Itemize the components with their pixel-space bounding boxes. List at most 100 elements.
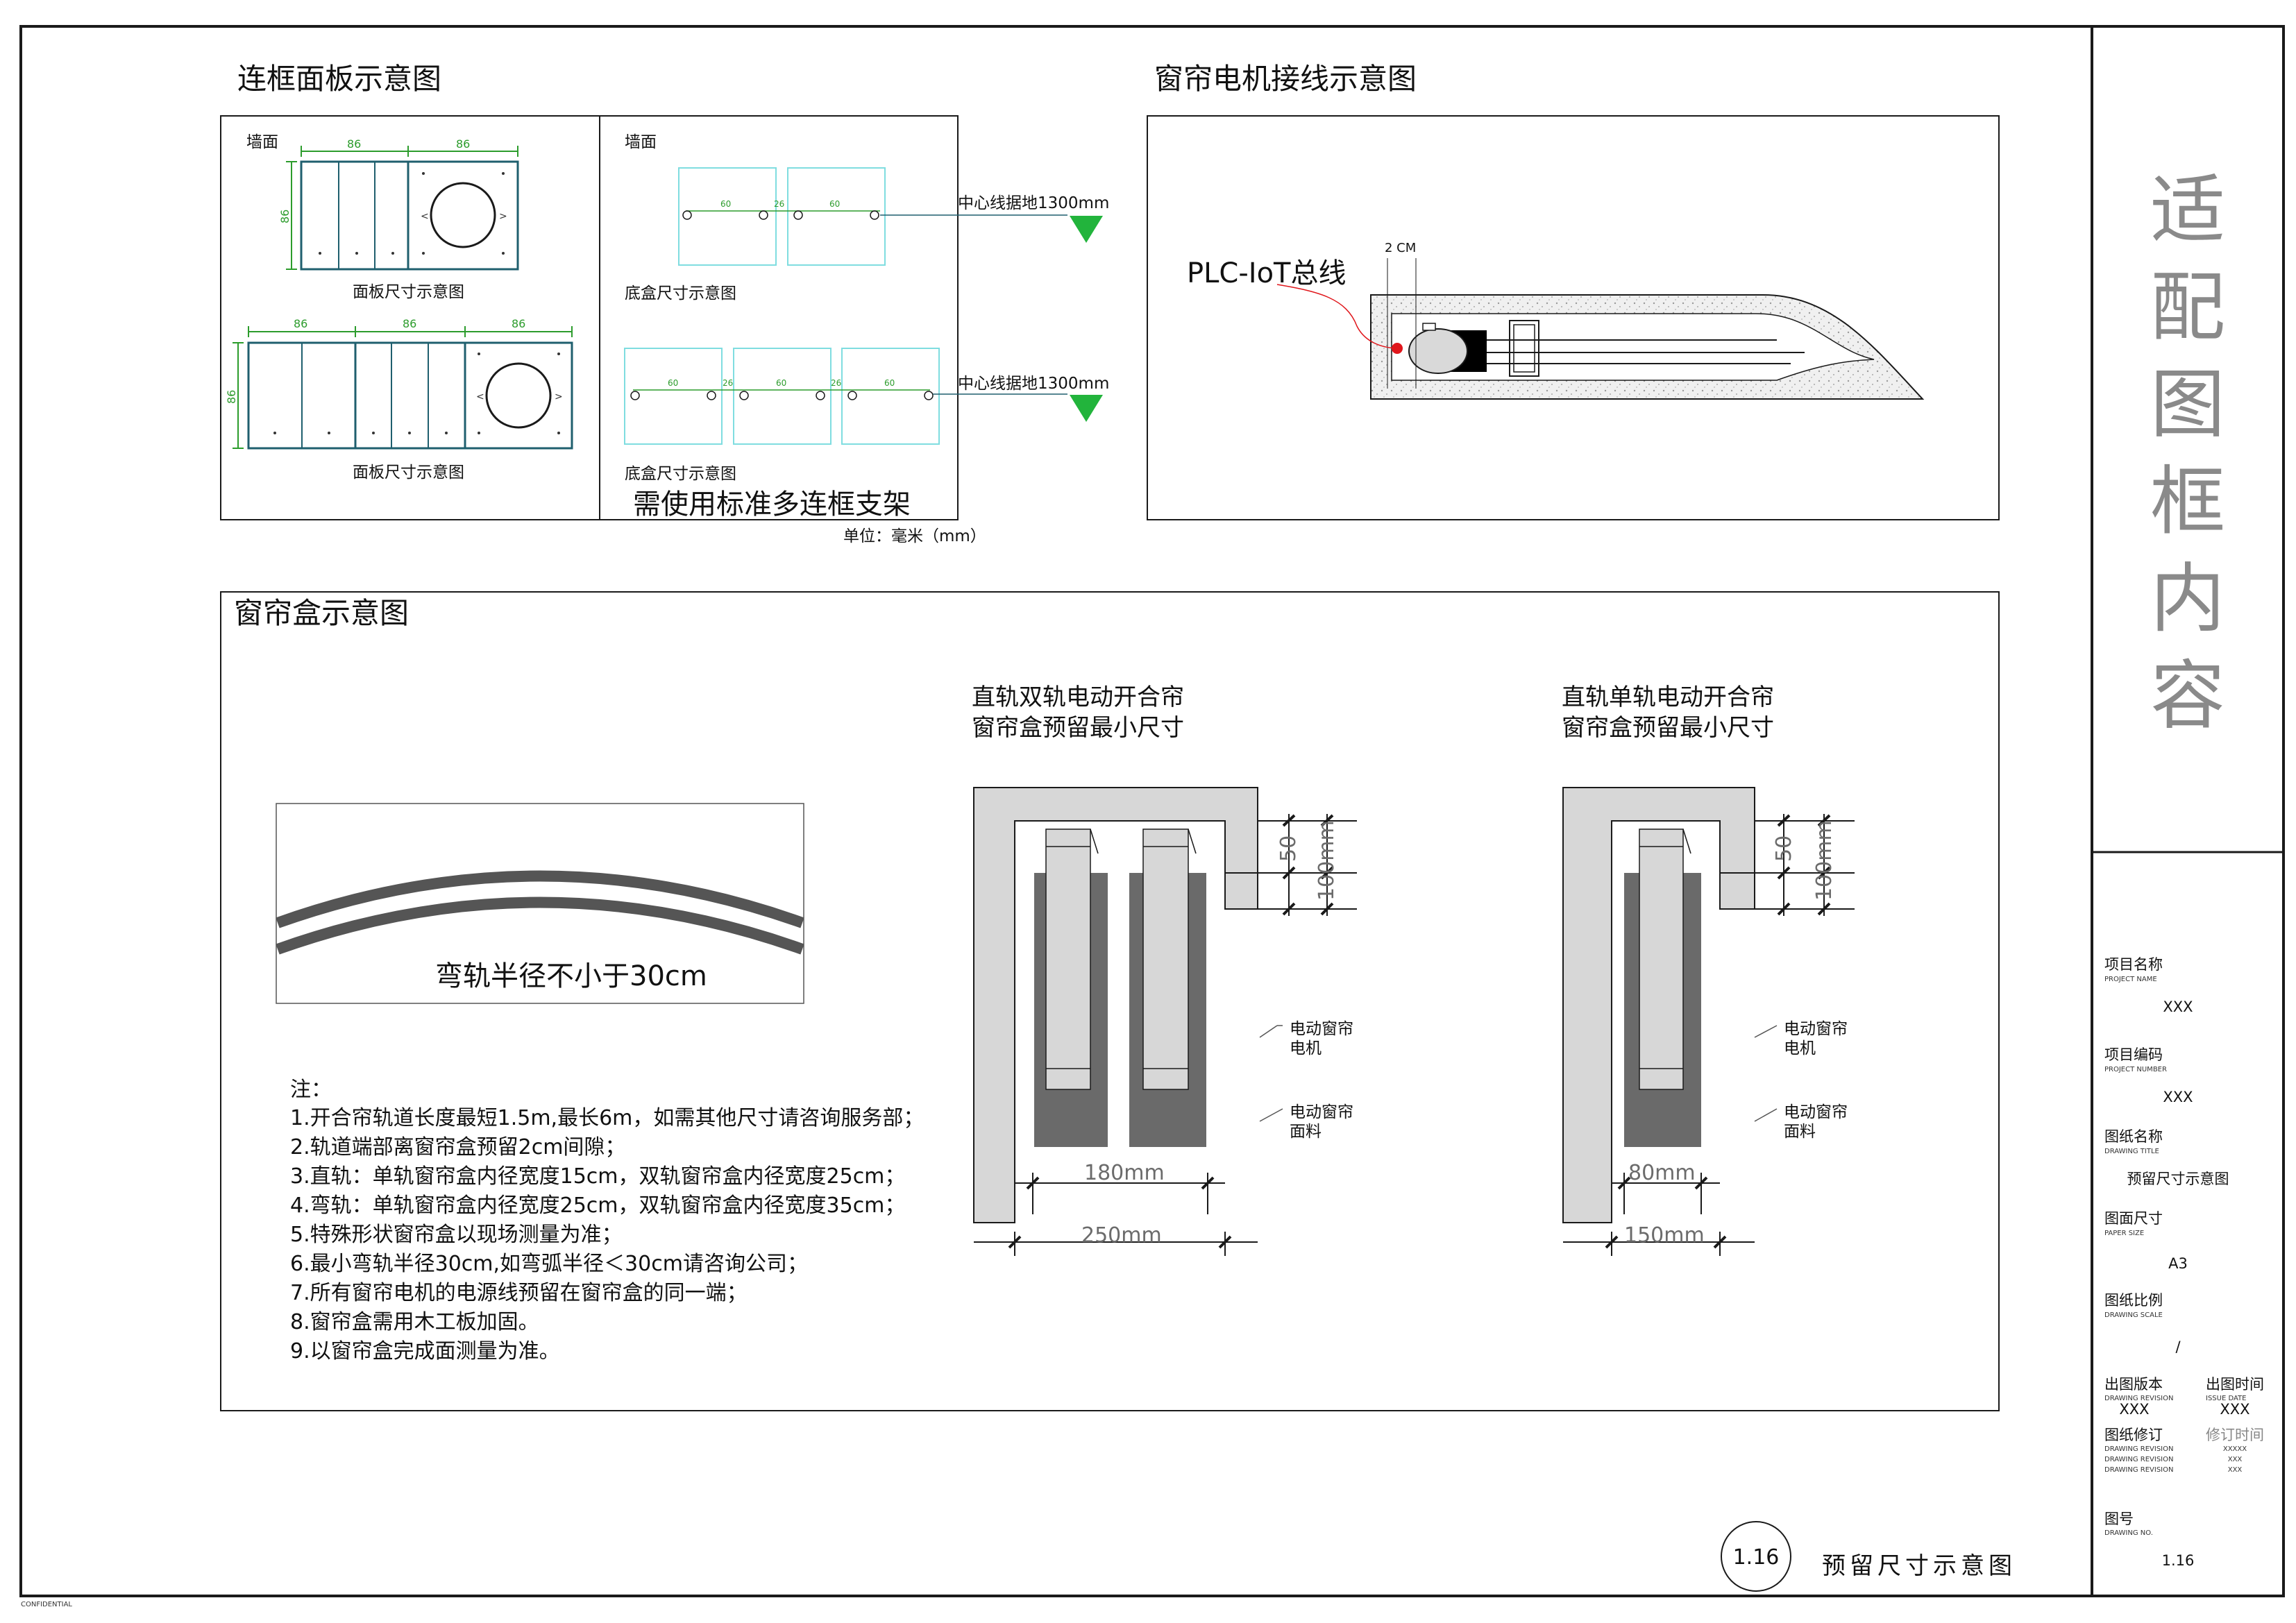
- single-dim-inner: 80mm: [1628, 1161, 1696, 1185]
- note-2: 2.轨道端部离窗帘盒预留2cm间隙；: [290, 1135, 625, 1159]
- note-5: 5.特殊形状窗帘盒以现场测量为准；: [290, 1223, 623, 1247]
- paper-size-value: A3: [2168, 1255, 2188, 1272]
- dim-86-a: 86: [347, 137, 361, 151]
- big-title-char-3: 框: [2150, 459, 2225, 545]
- project-number-en: PROJECT NUMBER: [2104, 1066, 2167, 1073]
- curved-rail: [276, 870, 804, 955]
- dim-86-c: 86: [294, 317, 307, 330]
- single-dim-50: 50: [1772, 835, 1796, 862]
- dim-60-b: 60: [829, 199, 840, 209]
- double-dim-50: 50: [1276, 835, 1301, 862]
- double-fabric-leader: [1259, 1108, 1283, 1122]
- outer-frame: [19, 25, 2285, 1597]
- dim-86-b: 86: [456, 137, 470, 151]
- dim-86-d: 86: [403, 317, 416, 330]
- issue-date-en: ISSUE DATE: [2206, 1395, 2246, 1402]
- curtain-box-section: [1276, 258, 1925, 400]
- scale-label: 图纸比例: [2104, 1292, 2163, 1309]
- modify-row-0-val: XXXXX: [2223, 1445, 2247, 1453]
- single-title-1: 直轨单轨电动开合帘: [1562, 683, 1774, 711]
- double-dim-outer: 250mm: [1081, 1223, 1162, 1248]
- plc-bus-label: PLC-IoT总线: [1187, 257, 1346, 289]
- single-title-2: 窗帘盒预留最小尺寸: [1562, 714, 1774, 742]
- big-title-char-1: 配: [2150, 264, 2225, 351]
- motor-section-title: 窗帘电机接线示意图: [1154, 62, 1417, 96]
- dim-26-c: 26: [831, 378, 841, 388]
- center-line-label-2: 中心线据地1300mm: [958, 375, 1109, 393]
- modify-row-1-en: DRAWING REVISION: [2104, 1456, 2174, 1463]
- note-3: 3.直轨：单轨窗帘盒内径宽度15cm，双轨窗帘盒内径宽度25cm；: [290, 1164, 905, 1189]
- paper-size-en: PAPER SIZE: [2104, 1230, 2144, 1237]
- double-motor-leader: [1259, 1025, 1278, 1038]
- center-line-label-1: 中心线据地1300mm: [958, 194, 1109, 212]
- big-title: 适 配 图 框 内 容: [2150, 167, 2225, 740]
- issue-date-value: XXX: [2220, 1401, 2249, 1418]
- drawing-title-en: DRAWING TITLE: [2104, 1148, 2159, 1155]
- sheet-number-circle: [1721, 1521, 1791, 1592]
- note-1: 1.开合帘轨道长度最短1.5m,最长6m，如需其他尺寸请咨询服务部；: [290, 1106, 924, 1130]
- unit-note: 单位：毫米（mm）: [843, 527, 986, 545]
- note-7: 7.所有窗帘电机的电源线预留在窗帘盒的同一端；: [290, 1281, 748, 1305]
- wall-label-right: 墙面: [625, 133, 657, 151]
- project-number-value: XXX: [2163, 1089, 2193, 1105]
- single-dim-100: 100mm: [1812, 820, 1837, 901]
- triple-box: [624, 348, 1103, 445]
- gap-label: 2 CM: [1385, 241, 1416, 255]
- dim-26-a: 26: [774, 199, 784, 209]
- issue-date-label: 出图时间: [2206, 1376, 2264, 1393]
- single-motor-leader: [1754, 1025, 1778, 1038]
- dim-86-vertical-b: 86: [225, 390, 238, 404]
- note-6: 6.最小弯轨半径30cm,如弯弧半径＜30cm请咨询公司；: [290, 1252, 808, 1276]
- dim-60-a: 60: [720, 199, 731, 209]
- motor-section-frame: [1147, 115, 2000, 520]
- svg-text:>: >: [499, 211, 507, 222]
- notes-block: 注： 1.开合帘轨道长度最短1.5m,最长6m，如需其他尺寸请咨询服务部； 2.…: [290, 1078, 924, 1363]
- sheet-number: 1.16: [1733, 1545, 1780, 1570]
- single-motor-label-2: 电机: [1784, 1039, 1816, 1057]
- bracket-note: 需使用标准多连框支架: [633, 488, 911, 520]
- double-fabric-label-2: 面料: [1290, 1123, 1322, 1141]
- scale-value: /: [2175, 1339, 2181, 1355]
- box-section-title: 窗帘盒示意图: [234, 596, 409, 630]
- revision-en: DRAWING REVISION: [2104, 1395, 2174, 1402]
- dim-26-b: 26: [723, 378, 733, 388]
- single-rail-box: [1562, 787, 1755, 1223]
- double-title-2: 窗帘盒预留最小尺寸: [972, 714, 1184, 742]
- modify-time-label: 修订时间: [2206, 1427, 2264, 1443]
- dim-86-vertical-a: 86: [278, 210, 292, 223]
- double-rail-box: [973, 787, 1258, 1223]
- single-dim-outer: 150mm: [1624, 1223, 1705, 1248]
- box-caption-1: 底盒尺寸示意图: [625, 284, 736, 303]
- paper-size-label: 图面尺寸: [2104, 1210, 2163, 1227]
- drawing-no-label: 图号: [2104, 1511, 2134, 1527]
- single-rail-dimensions: [1563, 814, 1855, 1256]
- panel-section-frame: [220, 115, 959, 520]
- double-dim-inner: 180mm: [1084, 1161, 1165, 1185]
- single-motor-label-1: 电动窗帘: [1784, 1020, 1848, 1038]
- note-9: 9.以窗帘盒完成面测量为准。: [290, 1339, 560, 1363]
- curved-rail-frame: [276, 803, 804, 1004]
- double-dim-100: 100mm: [1315, 820, 1339, 901]
- panel-caption-2: 面板尺寸示意图: [353, 464, 464, 482]
- big-title-char-5: 容: [2150, 653, 2225, 740]
- drawing-no-en: DRAWING NO.: [2104, 1529, 2153, 1537]
- triple-panel-dimensions: [233, 326, 573, 449]
- modify-row-0-en: DRAWING REVISION: [2104, 1445, 2174, 1453]
- double-fabric-label-1: 电动窗帘: [1290, 1103, 1353, 1121]
- single-fabric-label-1: 电动窗帘: [1784, 1103, 1848, 1121]
- svg-text:<: <: [421, 211, 429, 222]
- curve-caption: 弯轨半径不小于30cm: [435, 960, 707, 992]
- single-fabric-label-2: 面料: [1784, 1123, 1816, 1141]
- sheet-title: 预留尺寸示意图: [1822, 1552, 2016, 1580]
- double-rail-dimensions: [974, 814, 1357, 1256]
- project-name-en: PROJECT NAME: [2104, 976, 2157, 983]
- single-fabric-leader: [1754, 1108, 1778, 1122]
- revision-value: XXX: [2119, 1401, 2149, 1418]
- modify-row-2-val: XXX: [2228, 1466, 2243, 1474]
- box-section-frame: [220, 591, 2000, 1411]
- drawing-title-label: 图纸名称: [2104, 1128, 2163, 1145]
- drawing-no-value: 1.16: [2162, 1552, 2195, 1569]
- revision-label: 出图版本: [2104, 1376, 2163, 1393]
- scale-en: DRAWING SCALE: [2104, 1311, 2163, 1319]
